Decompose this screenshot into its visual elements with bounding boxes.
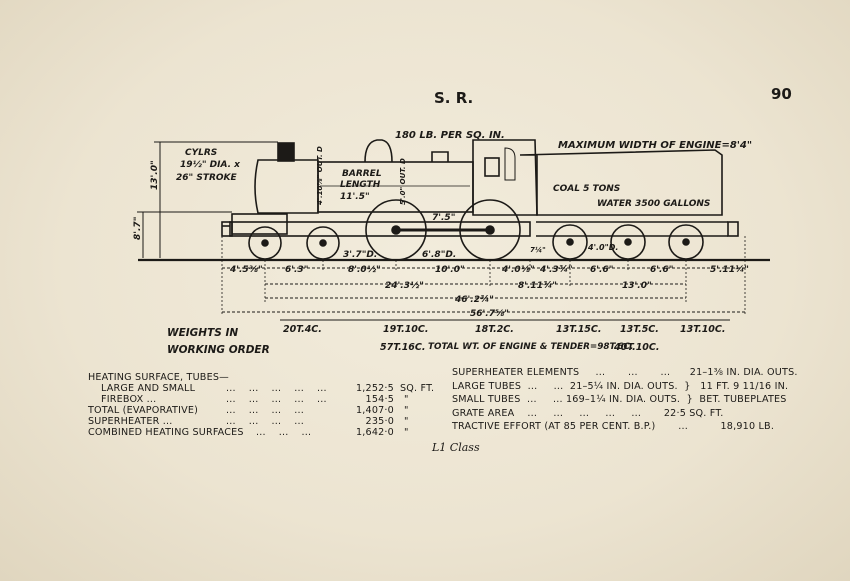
spec-right-row: SUPERHEATER ELEMENTS ... ... ... 21–1⅜ I…: [452, 367, 798, 378]
weights-title-line1: WEIGHTS IN: [167, 327, 239, 339]
dim-row1-4: 4'.0⅛": [501, 265, 535, 275]
axle-weight-3: 18T.2C.: [475, 324, 514, 335]
max-width-label: MAXIMUM WIDTH OF ENGINE=8'4": [558, 140, 752, 151]
engine-total-weight: 57T.16C.: [380, 342, 426, 353]
spec-right-row: LARGE TUBES ... ... 21–5¼ IN. DIA. OUTS.…: [452, 380, 789, 392]
tender-wheel-2: [610, 224, 646, 260]
spec-row: SUPERHEATER ... ... ... ... ... 235·0 ": [88, 416, 409, 427]
specs-left: HEATING SURFACE, TUBES— LARGE AND SMALL …: [88, 372, 434, 438]
dim-row1-0: 4'.5⅜": [229, 265, 263, 275]
weights-title-line2: WORKING ORDER: [167, 344, 270, 356]
coal-label: COAL 5 TONS: [553, 184, 620, 194]
dim-row1-1: 6'.3": [285, 265, 308, 275]
dim-row1-3: 10'.0": [435, 265, 465, 275]
cyls-line3: 26" STROKE: [176, 173, 238, 183]
dim-row3: 46'.2¾": [454, 295, 494, 305]
water-label: WATER 3500 GALLONS: [597, 199, 710, 209]
specs-right: SUPERHEATER ELEMENTS ... ... ... 21–1⅜ I…: [452, 366, 798, 434]
barrel-line3: 11'.5": [340, 192, 370, 202]
bogie-wheel-1: [248, 226, 282, 260]
dim-row1-8: 5'.11¼": [710, 264, 749, 275]
barrel-line1: BARREL: [342, 169, 382, 179]
spec-right-row: SMALL TUBES ... ... 169–1¼ IN. DIA. OUTS…: [452, 394, 787, 405]
spec-row: LARGE AND SMALL ... ... ... ... ... 1,25…: [88, 383, 435, 394]
spec-row: COMBINED HEATING SURFACES ... ... ... 1,…: [88, 427, 409, 438]
dim-row2-c: 13'.0": [622, 281, 652, 291]
tender-total-weight: 40T.10C.: [614, 342, 660, 353]
bogie-wheel-dia: 3'.7"D.: [343, 250, 377, 260]
tender-wheel-dia: 4'.0"D.: [587, 243, 618, 252]
tender: [519, 149, 723, 216]
axle-weight-2: 19T.10C.: [383, 324, 429, 335]
boiler-dia-front-label: 4'.10⅞" OUT. D: [316, 146, 324, 205]
axle-weight-4: 13T.15C.: [556, 324, 602, 335]
dim-row1-5: 4'.3¾": [539, 265, 573, 275]
dim-row1-2: 8'.0½": [348, 265, 381, 275]
page-number: 90: [771, 85, 792, 103]
spec-right-row: GRATE AREA ... ... ... ... ... 22·5 SQ. …: [452, 407, 724, 419]
axle-weight-1: 20T.4C.: [283, 324, 322, 335]
axle-weight-6: 13T.10C.: [680, 324, 726, 335]
dim-row1-6: 6'.6": [590, 265, 613, 275]
cyls-line1: CYLRS: [185, 148, 217, 158]
bogie-wheel-2: [306, 226, 340, 260]
cyls-line2: 19½" DIA. x: [180, 160, 241, 170]
page-header-title: S. R.: [434, 89, 474, 107]
dome: [364, 139, 393, 163]
driving-wheel-dia: 6'.8"D.: [422, 250, 456, 260]
axle-weight-5: 13T.5C.: [620, 324, 659, 335]
tender-wheel-1: [552, 224, 588, 260]
height-total-label: 13'.0": [150, 160, 160, 190]
firebox-length-label: 7'.5": [432, 213, 455, 223]
tender-wheel-3: [668, 224, 704, 260]
figure-caption: L1 Class: [432, 441, 480, 454]
dim-row2-b: 8'.11¾": [518, 281, 557, 291]
dim-row4: 56'.7⅝": [470, 309, 509, 319]
pressure-label: 180 LB. PER SQ. IN.: [395, 130, 505, 141]
engine-frame: [229, 221, 531, 237]
spec-row: HEATING SURFACE, TUBES—: [88, 372, 229, 383]
smokebox: [254, 159, 319, 214]
height-boiler-label: 8'.7": [133, 217, 143, 240]
spec-row: TOTAL (EVAPORATIVE) ... ... ... ... 1,40…: [88, 405, 409, 416]
total-weight-label: TOTAL WT. OF ENGINE & TENDER=98T.6C.: [428, 342, 634, 352]
dim-row2-a: 24'.3½": [385, 281, 424, 291]
small-dim: 7¼": [530, 246, 546, 254]
spec-row: FIREBOX ... ... ... ... ... ... 154·5 ": [88, 394, 409, 405]
dim-row1-7: 6'.6": [650, 265, 673, 275]
spec-right-row: TRACTIVE EFFORT (AT 85 PER CENT. B.P.) .…: [452, 421, 775, 432]
boiler-dia-rear-label: 5'.0" OUT. D: [399, 158, 407, 205]
barrel-line2: LENGTH: [340, 180, 381, 190]
